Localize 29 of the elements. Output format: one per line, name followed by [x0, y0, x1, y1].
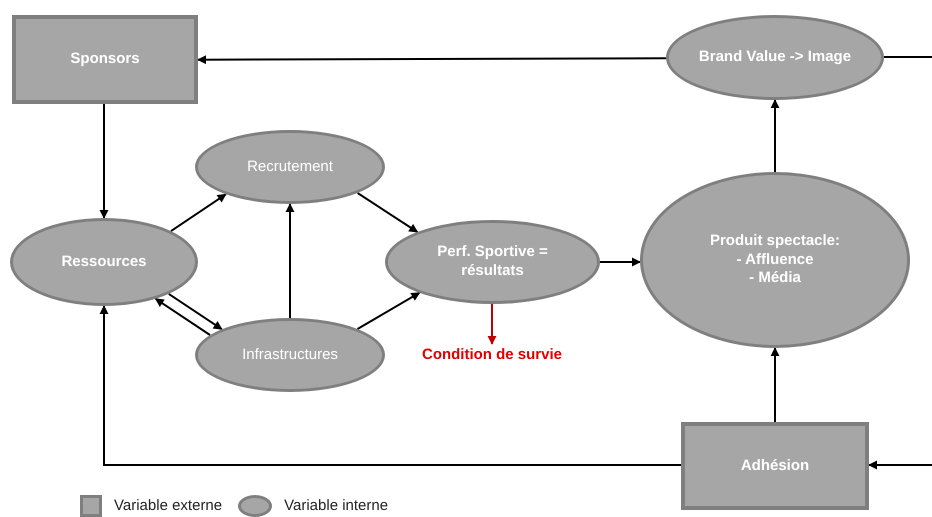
arrow: [168, 293, 223, 330]
arrow: [770, 99, 780, 172]
arrow: [357, 192, 418, 233]
node-label: - Affluence: [736, 250, 814, 270]
node-label: Ressources: [60, 252, 148, 272]
membership-box: [681, 422, 869, 510]
arrow: [357, 292, 420, 330]
survival-condition-text: Condition de survie: [402, 344, 582, 366]
node-label: Brand Value -> Image: [698, 48, 852, 67]
legend-label: Variable externe: [114, 496, 222, 516]
node-label: - Média: [748, 269, 802, 288]
sponsors-box: [12, 15, 198, 104]
node-label: Produit spectacle:: [708, 232, 842, 251]
node-label: Sponsors: [69, 50, 141, 69]
arrow: [868, 460, 932, 470]
legend-label: Variable interne: [284, 496, 388, 516]
arrow: [770, 347, 780, 422]
arrow: [170, 193, 227, 232]
node-label: Recrutement: [246, 158, 334, 176]
node-label: Infrastructures: [241, 346, 339, 364]
arrow: [100, 104, 108, 219]
node-label: Adhésion: [740, 456, 810, 476]
arrow: [154, 298, 211, 336]
arrow: [488, 304, 496, 345]
arrow: [286, 203, 294, 318]
arrow: [197, 55, 666, 64]
arrow: [100, 305, 681, 466]
node-label: Perf. Sportive = résultats: [436, 243, 549, 281]
arrow: [600, 258, 641, 266]
